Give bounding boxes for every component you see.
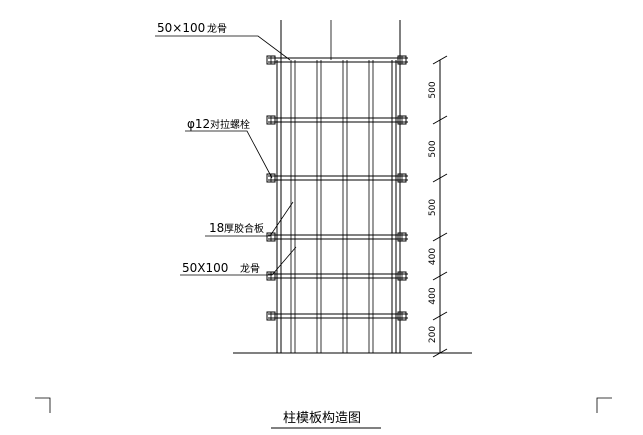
waler-4 <box>266 232 408 242</box>
column-upper-outline <box>280 20 401 60</box>
dimension-label: 400 <box>428 248 438 265</box>
leader-lines <box>155 35 297 276</box>
vertical-ribs <box>276 60 401 353</box>
dimension-label: 400 <box>428 287 438 304</box>
top-rib-name: 龙骨 <box>207 22 227 35</box>
dimension-tick <box>432 271 448 281</box>
dimension-tick <box>432 55 448 65</box>
waler-2 <box>266 115 408 125</box>
dimension-chain: 500 500 500 400 400 200 <box>428 55 448 358</box>
waler-6 <box>266 311 408 321</box>
waler-1 <box>266 55 408 65</box>
dimension-tick <box>432 232 448 242</box>
mid-rib-name: 龙骨 <box>240 262 260 275</box>
dimension-tick <box>432 173 448 183</box>
horizontal-walers <box>266 55 408 321</box>
drawing-title: 柱模板构造图 <box>283 411 361 426</box>
label-top-rib: 50×100 龙骨 <box>157 21 227 35</box>
plywood-name: 厚胶合板 <box>224 222 264 235</box>
top-rib-size: 50×100 <box>157 21 205 35</box>
dimension-tick <box>432 115 448 125</box>
waler-5 <box>266 271 408 281</box>
dimension-label: 500 <box>428 140 438 157</box>
mid-rib-size: 50X100 <box>182 261 228 275</box>
dimension-label: 500 <box>428 81 438 98</box>
label-mid-rib: 50X100 龙骨 <box>182 261 260 275</box>
bolt-name: 对拉螺栓 <box>210 118 250 131</box>
plywood-size: 18 <box>209 221 224 235</box>
waler-3 <box>266 173 408 183</box>
bolt-size: φ12 <box>187 117 210 131</box>
dimension-label: 200 <box>428 326 438 343</box>
dimension-tick <box>432 348 448 358</box>
dimension-label: 500 <box>428 199 438 216</box>
crop-marks <box>35 397 612 413</box>
label-plywood: 18 厚胶合板 <box>209 221 264 235</box>
dimension-tick <box>432 311 448 321</box>
label-bolt: φ12 对拉螺栓 <box>187 117 250 131</box>
